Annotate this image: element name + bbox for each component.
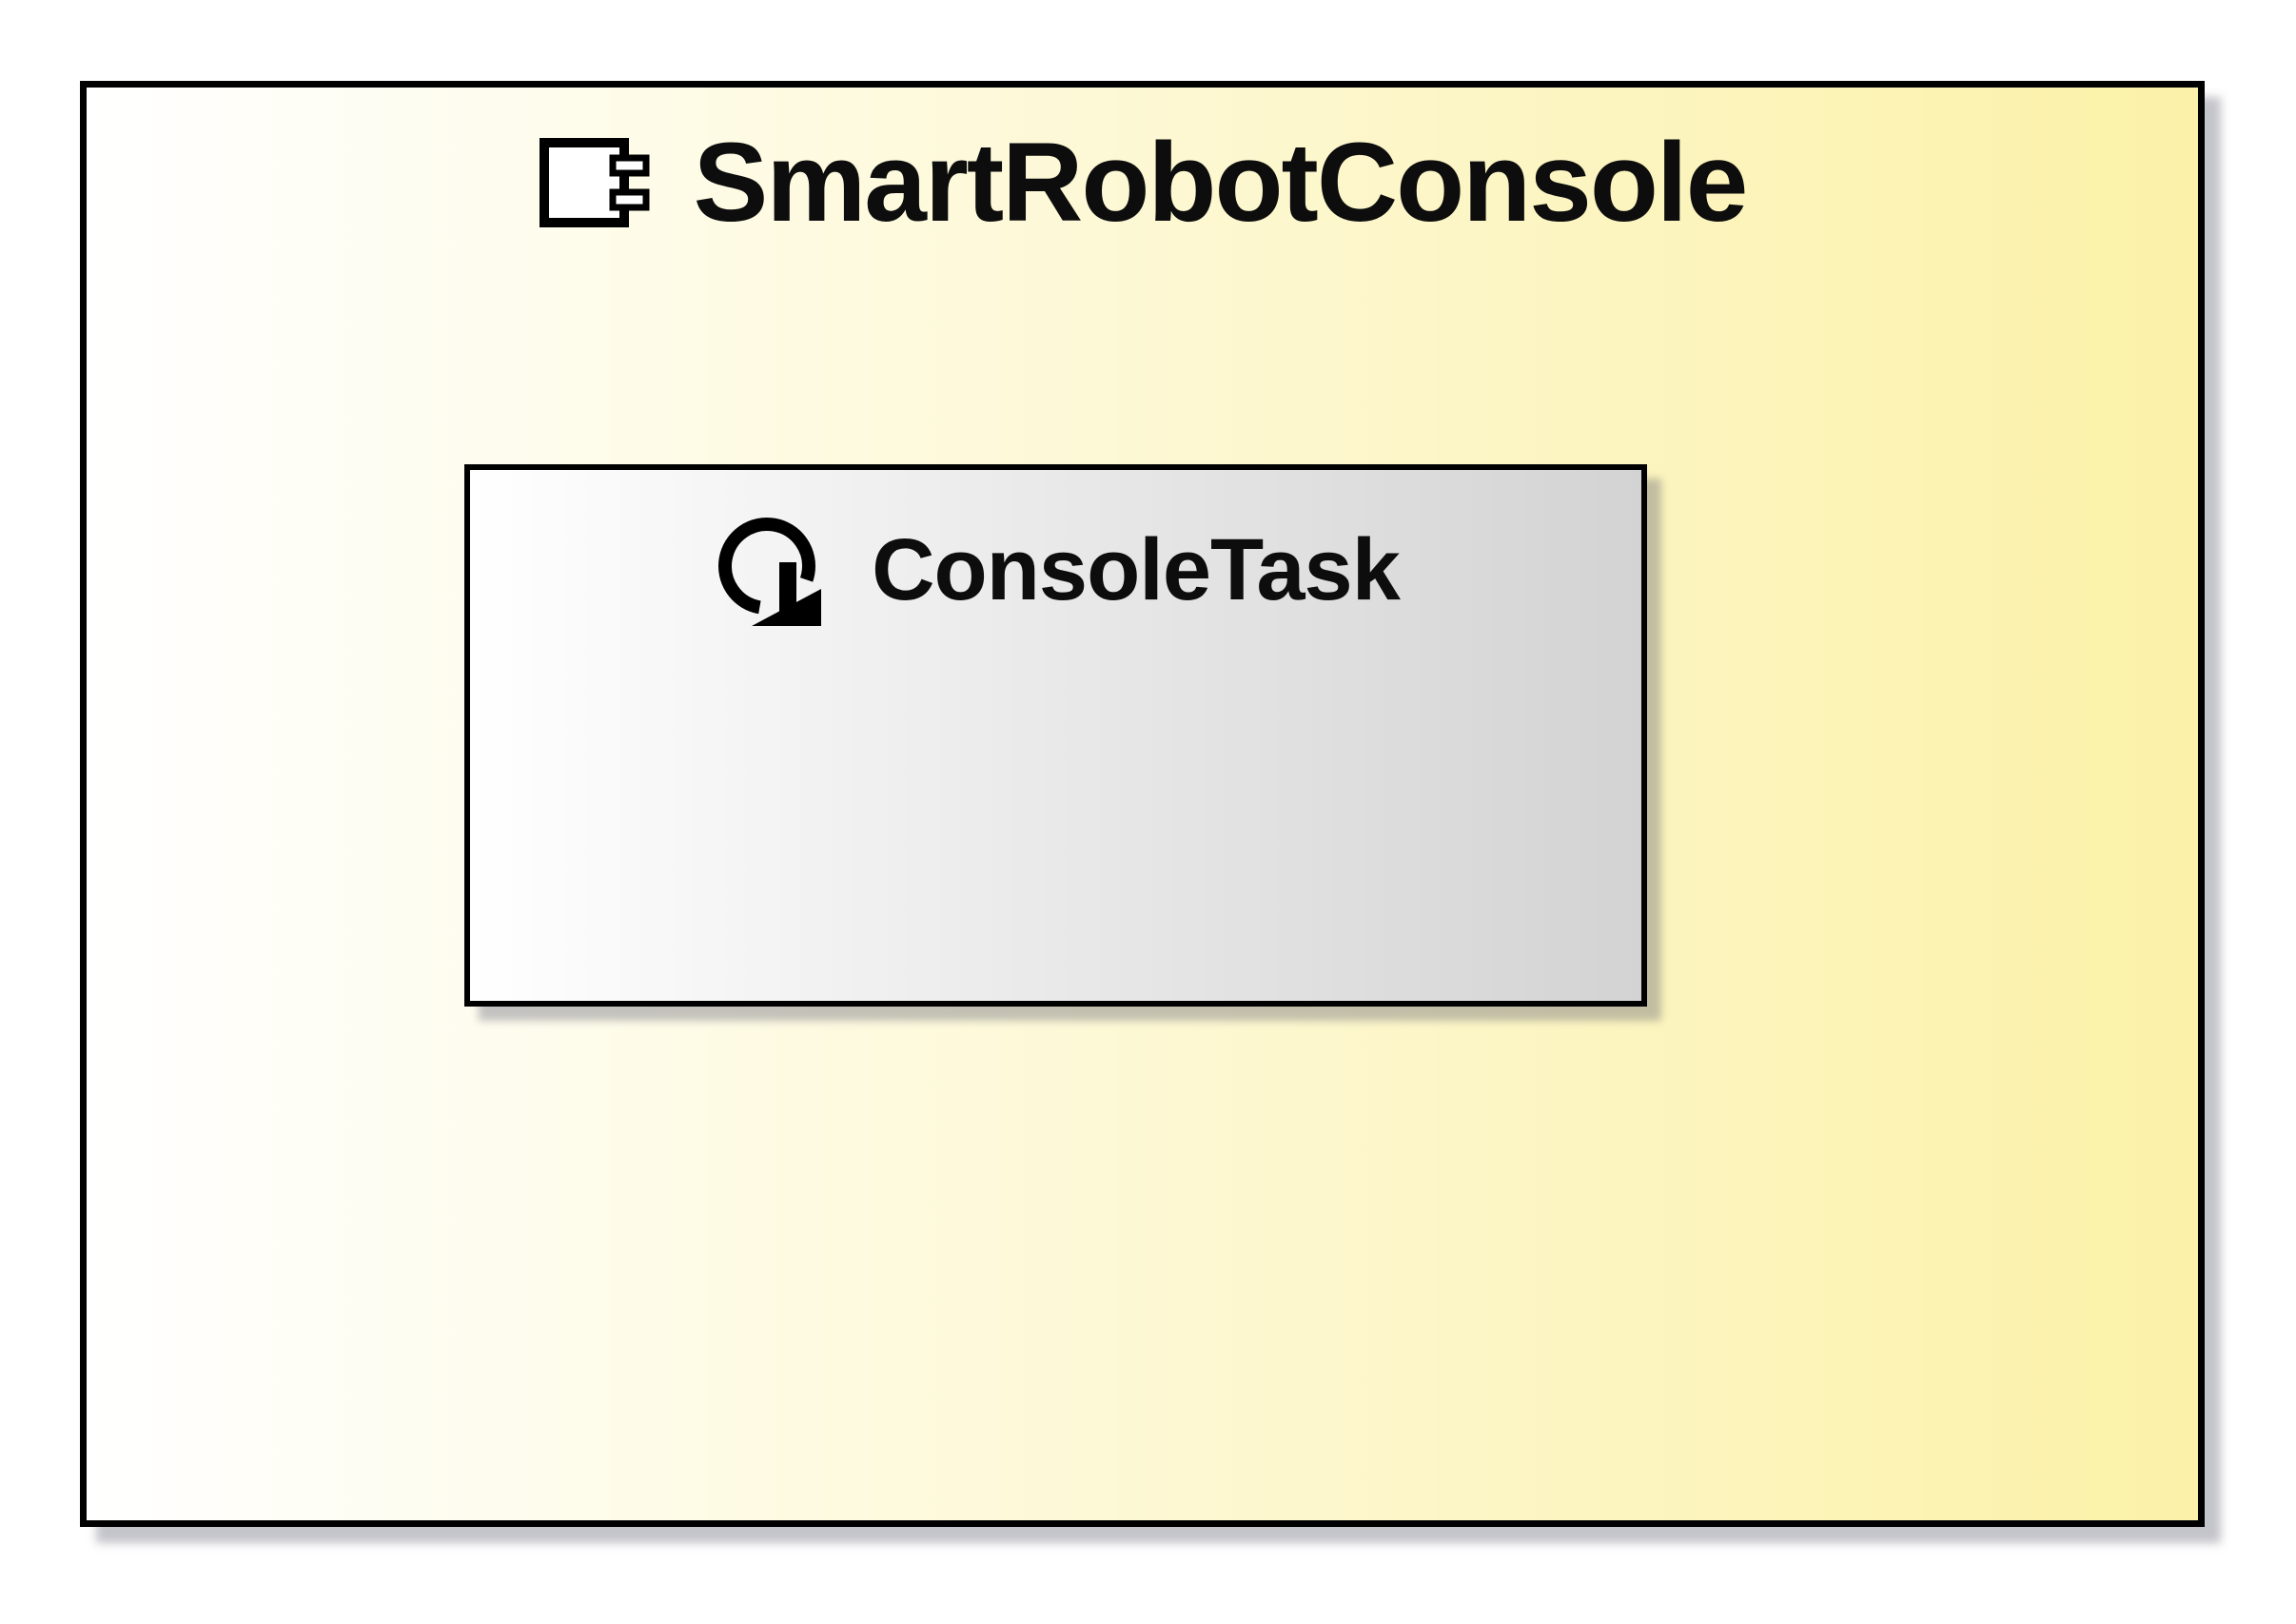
circular-arrow-icon xyxy=(718,518,822,626)
component-node-smartrobotconsole[interactable]: SmartRobotConsole ConsoleTask xyxy=(80,81,2205,1527)
component-header: SmartRobotConsole xyxy=(87,127,2198,239)
uml-component-icon xyxy=(539,138,650,227)
component-label: SmartRobotConsole xyxy=(693,120,1749,245)
task-label: ConsoleTask xyxy=(872,521,1401,618)
task-node-consoletask[interactable]: ConsoleTask xyxy=(464,464,1647,1007)
task-header: ConsoleTask xyxy=(470,508,1641,632)
